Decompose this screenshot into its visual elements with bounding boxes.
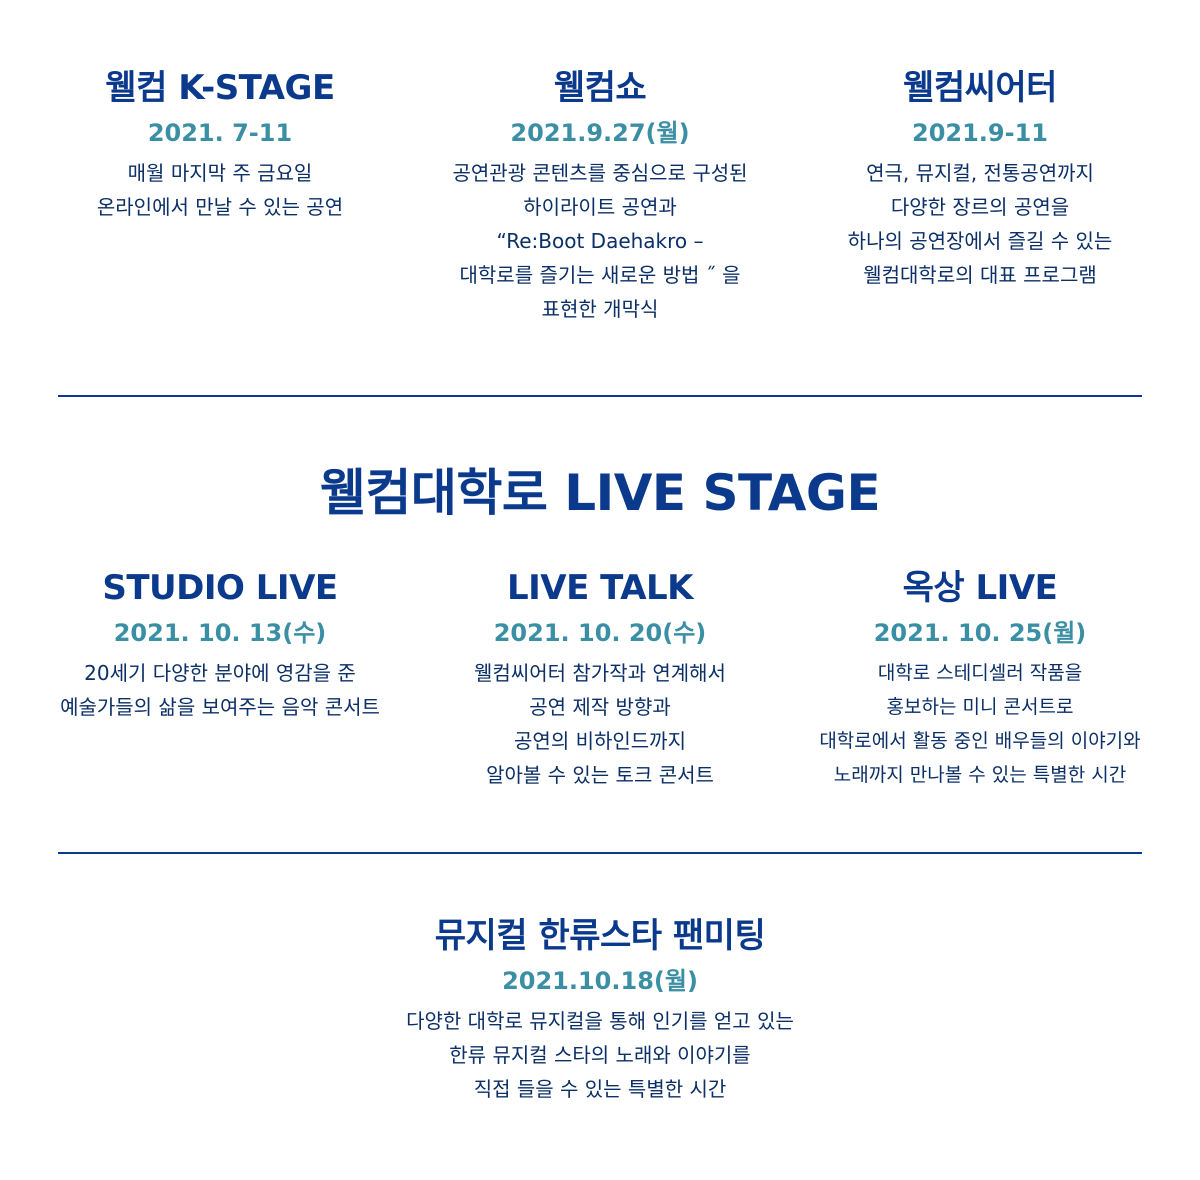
description-line: “Re:Boot Daehakro – [496, 229, 704, 253]
program-welcome-theater: 웰컴씨어터 2021.9-11 연극, 뮤지컬, 전통공연까지 다양한 장르의 … [790, 66, 1170, 326]
program-title: 웰컴씨어터 [903, 68, 1057, 108]
program-date: 2021. 7-11 [147, 119, 293, 147]
program-welcome-k-stage: 웰컴 K-STAGE 2021. 7-11 매월 마지막 주 금요일 온라인에서… [30, 66, 410, 326]
program-date: 2021. 10. 20(수) [493, 619, 707, 647]
description-line: 매월 마지막 주 금요일 [127, 161, 313, 185]
section-divider [58, 395, 1142, 397]
program-date: 2021. 10. 25(월) [873, 619, 1087, 647]
description-line: 한류 뮤지컬 스타의 노래와 이야기를 [449, 1043, 751, 1067]
program-live-talk: LIVE TALK 2021. 10. 20(수) 웰컴씨어터 참가작과 연계해… [410, 566, 790, 792]
program-row-top: 웰컴 K-STAGE 2021. 7-11 매월 마지막 주 금요일 온라인에서… [30, 66, 1170, 326]
description-line: 대학로 스테디셀러 작품을 [877, 662, 1083, 684]
description-line: 홍보하는 미니 콘서트로 [886, 696, 1074, 718]
program-description: 20세기 다양한 분야에 영감을 준 예술가들의 삶을 보여주는 음악 콘서트 [30, 656, 410, 724]
description-line: 공연의 비하인드까지 [514, 729, 686, 753]
description-line: 하이라이트 공연과 [523, 195, 677, 219]
description-line: 공연 제작 방향과 [529, 695, 671, 719]
program-row-live-stage: STUDIO LIVE 2021. 10. 13(수) 20세기 다양한 분야에… [30, 566, 1170, 792]
program-welcome-show: 웰컴쇼 2021.9.27(월) 공연관광 콘텐츠를 중심으로 구성된 하이라이… [410, 66, 790, 326]
program-rooftop-live: 옥상 LIVE 2021. 10. 25(월) 대학로 스테디셀러 작품을 홍보… [790, 566, 1170, 792]
program-title: 옥상 LIVE [902, 568, 1058, 608]
description-line: 노래까지 만나볼 수 있는 특별한 시간 [833, 764, 1127, 786]
program-description: 연극, 뮤지컬, 전통공연까지 다양한 장르의 공연을 하나의 공연장에서 즐길… [790, 156, 1170, 292]
program-title: STUDIO LIVE [102, 568, 338, 608]
program-title: 웰컴 K-STAGE [105, 68, 335, 108]
program-description: 매월 마지막 주 금요일 온라인에서 만날 수 있는 공연 [30, 156, 410, 224]
program-date: 2021.9.27(월) [510, 119, 690, 147]
description-line: 예술가들의 삶을 보여주는 음악 콘서트 [60, 695, 380, 719]
description-line: 다양한 장르의 공연을 [890, 195, 1070, 219]
program-title: LIVE TALK [506, 568, 694, 608]
section-divider [58, 852, 1142, 854]
program-date: 2021. 10. 13(수) [113, 619, 327, 647]
description-line: 대학로를 즐기는 새로운 방법 ˝ 을 [459, 263, 741, 287]
description-line: 20세기 다양한 분야에 영감을 준 [84, 661, 356, 685]
live-stage-title: 웰컴대학로 LIVE STAGE [319, 464, 881, 522]
description-line: 다양한 대학로 뮤지컬을 통해 인기를 얻고 있는 [406, 1009, 794, 1033]
program-title: 웰컴쇼 [553, 68, 647, 108]
description-line: 하나의 공연장에서 즐길 수 있는 [847, 229, 1113, 253]
program-description: 웰컴씨어터 참가작과 연계해서 공연 제작 방향과 공연의 비하인드까지 알아볼… [410, 656, 790, 792]
description-line: 알아볼 수 있는 토크 콘서트 [486, 763, 714, 787]
program-description: 대학로 스테디셀러 작품을 홍보하는 미니 콘서트로 대학로에서 활동 중인 배… [790, 656, 1170, 792]
description-line: 대학로에서 활동 중인 배우들의 이야기와 [819, 730, 1141, 752]
description-line: 웰컴대학로의 대표 프로그램 [863, 263, 1097, 287]
program-date: 2021.9-11 [912, 119, 1048, 147]
description-line: 연극, 뮤지컬, 전통공연까지 [866, 161, 1094, 185]
program-hallyu-fanmeeting: 뮤지컬 한류스타 팬미팅 2021.10.18(월) 다양한 대학로 뮤지컬을 … [300, 914, 900, 1106]
description-line: 웰컴씨어터 참가작과 연계해서 [474, 661, 726, 685]
description-line: 온라인에서 만날 수 있는 공연 [96, 195, 344, 219]
program-description: 공연관광 콘텐츠를 중심으로 구성된 하이라이트 공연과 “Re:Boot Da… [410, 156, 790, 326]
program-description: 다양한 대학로 뮤지컬을 통해 인기를 얻고 있는 한류 뮤지컬 스타의 노래와… [300, 1004, 900, 1106]
description-line: 표현한 개막식 [541, 297, 659, 321]
program-date: 2021.10.18(월) [502, 967, 698, 995]
program-title: 뮤지컬 한류스타 팬미팅 [434, 916, 766, 956]
description-line: 공연관광 콘텐츠를 중심으로 구성된 [452, 161, 748, 185]
program-studio-live: STUDIO LIVE 2021. 10. 13(수) 20세기 다양한 분야에… [30, 566, 410, 792]
description-line: 직접 들을 수 있는 특별한 시간 [473, 1077, 727, 1101]
